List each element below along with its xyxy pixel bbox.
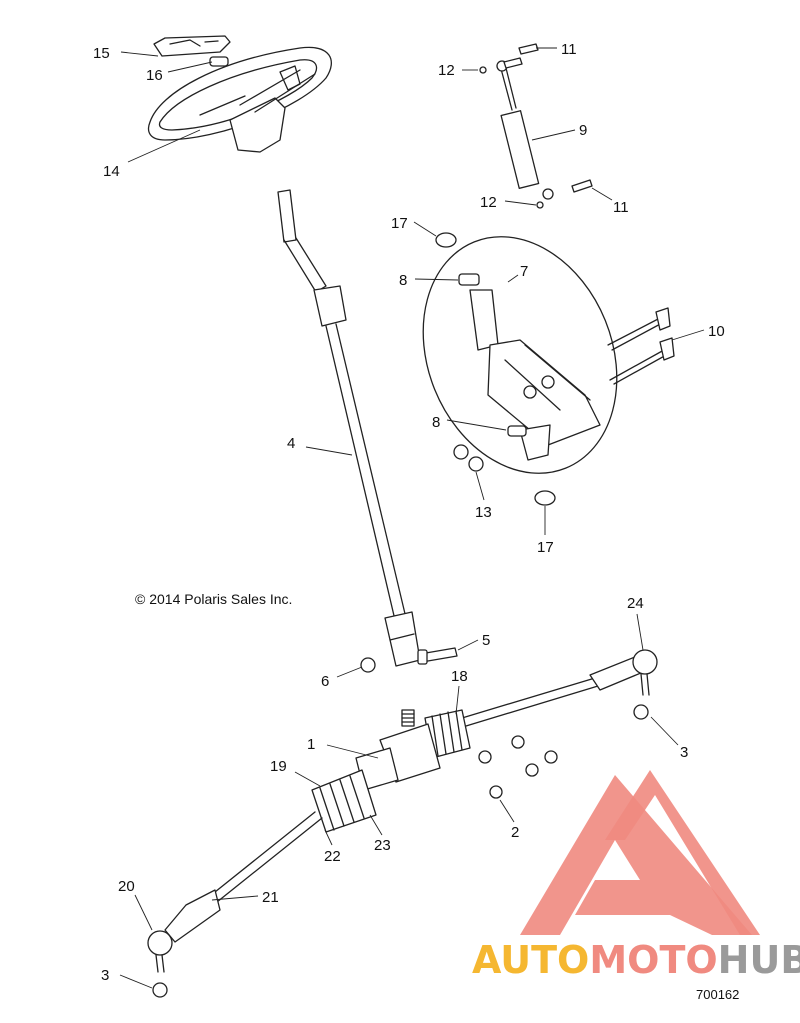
- watermark-part3: HUB: [718, 938, 800, 982]
- horn-pad: [153, 35, 231, 57]
- strut-bolt-top: [503, 43, 539, 69]
- callout-19: 19: [270, 758, 287, 775]
- center-cap: [209, 56, 229, 67]
- callout-3-right: 3: [680, 744, 688, 761]
- callout-11-bottom: 11: [613, 199, 629, 216]
- copyright: © 2014 Polaris Sales Inc.: [135, 591, 292, 607]
- bracket-nuts: [453, 444, 484, 472]
- rack-housing: [355, 709, 441, 791]
- strut-nut-bottom: [536, 201, 544, 209]
- callout-11-top: 11: [561, 41, 577, 58]
- svg-text:AUTOMOTOHUB: AUTOMOTOHUB: [472, 938, 800, 982]
- right-tie-rod: [461, 649, 658, 727]
- pinch-nut: [360, 657, 376, 673]
- rack-nuts: [478, 735, 558, 799]
- callout-13: 13: [475, 504, 492, 521]
- callout-8-bottom: 8: [432, 414, 440, 431]
- strut-bolt-bottom: [571, 179, 593, 193]
- callout-12-top: 12: [438, 62, 455, 79]
- callout-6: 6: [321, 673, 329, 690]
- steering-shaft: [277, 189, 421, 667]
- callout-5: 5: [482, 632, 490, 649]
- tie-rod-nuts: [152, 704, 649, 998]
- steering-wheel: [147, 46, 332, 153]
- pinch-bolt: [417, 647, 458, 665]
- right-boot: [424, 709, 471, 759]
- document-number: 700162: [696, 987, 739, 1002]
- callout-17-bottom: 17: [537, 539, 554, 556]
- callout-14: 14: [103, 163, 120, 180]
- callout-7: 7: [520, 263, 528, 280]
- callout-10: 10: [708, 323, 725, 340]
- callout-numbers: 15 16 14 11 12 9 12 11 17 7 8 10 8 4 13 …: [93, 41, 739, 1002]
- callout-23: 23: [374, 837, 391, 854]
- callout-22: 22: [324, 848, 341, 865]
- callout-24: 24: [627, 595, 644, 612]
- callout-18: 18: [451, 668, 468, 685]
- callout-20: 20: [118, 878, 135, 895]
- callout-4: 4: [287, 435, 295, 452]
- callout-17-top: 17: [391, 215, 408, 232]
- callout-3-left: 3: [101, 967, 109, 984]
- watermark-part2: MOTO: [589, 938, 717, 982]
- callout-1: 1: [307, 736, 315, 753]
- strut-nut-top: [479, 66, 487, 74]
- callout-12-bottom: 12: [480, 194, 497, 211]
- callout-21: 21: [262, 889, 279, 906]
- callout-8-top: 8: [399, 272, 407, 289]
- leader-lines: [119, 47, 705, 989]
- callout-15: 15: [93, 45, 110, 62]
- watermark-triangle-icon: [520, 775, 752, 935]
- watermark-triangle-inner-icon: [605, 770, 760, 935]
- callout-2: 2: [511, 824, 519, 841]
- gas-strut: [496, 60, 554, 200]
- long-bolts: [607, 307, 675, 385]
- watermark-logo: AUTOMOTOHUB: [472, 770, 800, 982]
- left-tie-rod: [147, 811, 323, 973]
- callout-9: 9: [579, 122, 587, 139]
- watermark-part1: AUTO: [472, 938, 589, 982]
- bushings: [435, 232, 556, 506]
- callout-16: 16: [146, 67, 163, 84]
- bracket-assembly: [422, 236, 618, 474]
